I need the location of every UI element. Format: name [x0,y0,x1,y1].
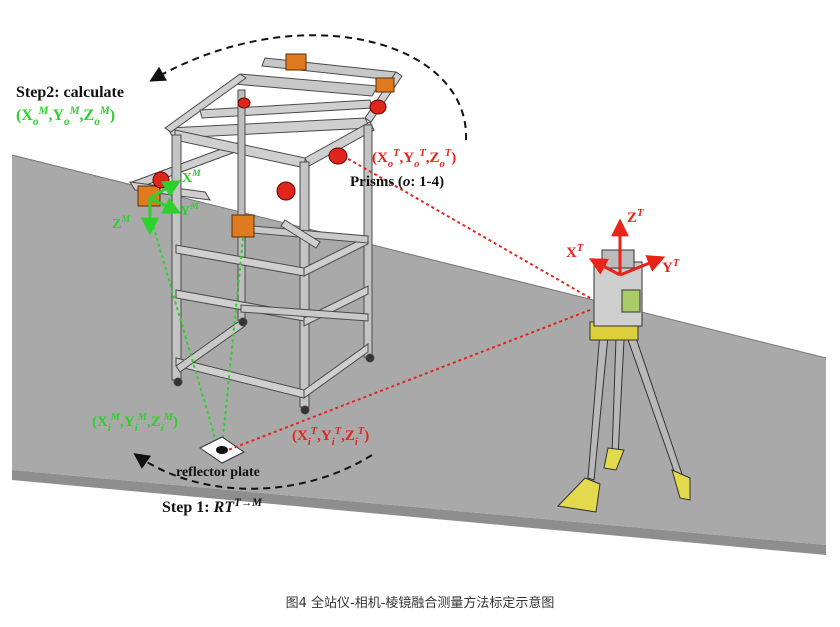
zm-axis-label: ZM [112,214,130,232]
prisms-label: Prisms (o: 1-4) [350,174,444,190]
frame-structure [129,57,403,415]
camera-sightlines [149,214,244,449]
laser-lines [227,156,591,451]
reflector-label: reflector plate [176,465,260,480]
camera-icon [231,214,255,238]
floor [11,154,827,555]
xm-axis-label: XM [182,168,201,186]
prism-icon [328,147,348,165]
prism-icon [237,97,251,109]
step2-title: Step2: calculate [16,84,124,101]
prism-icon [152,171,170,189]
station-axes [588,218,666,277]
coord-ti-label: (XiT,YiT,ZiT) [292,426,369,448]
process-arrows [133,34,468,490]
reflector-plate [199,436,245,464]
step1-label: Step 1: RTT→M [162,497,263,516]
camera-icon [375,77,395,93]
ym-axis-label: YM [180,201,199,219]
text-labels: Step2: calculate (XoM,YoM,ZoM) (XoT,YoT,… [16,84,680,516]
prisms [152,97,387,201]
figure-caption: 图4 全站仪-相机-棱镜融合测量方法标定示意图 [285,596,555,611]
coord-mo-label: (XoM,YoM,ZoM) [16,105,115,128]
prism-icon [369,99,387,115]
coord-to-label: (XoT,YoT,ZoT) [372,148,456,170]
xt-axis-label: XT [566,243,584,261]
camera-icon [285,53,307,71]
coord-mi-label: (XiM,YiM,ZiM) [92,412,178,434]
calibration-diagram: Step2: calculate (XoM,YoM,ZoM) (XoT,YoT,… [11,34,827,555]
prism-icon [276,181,296,201]
yt-axis-label: YT [662,258,680,276]
zt-axis-label: ZT [627,208,644,226]
cameras [137,53,395,238]
